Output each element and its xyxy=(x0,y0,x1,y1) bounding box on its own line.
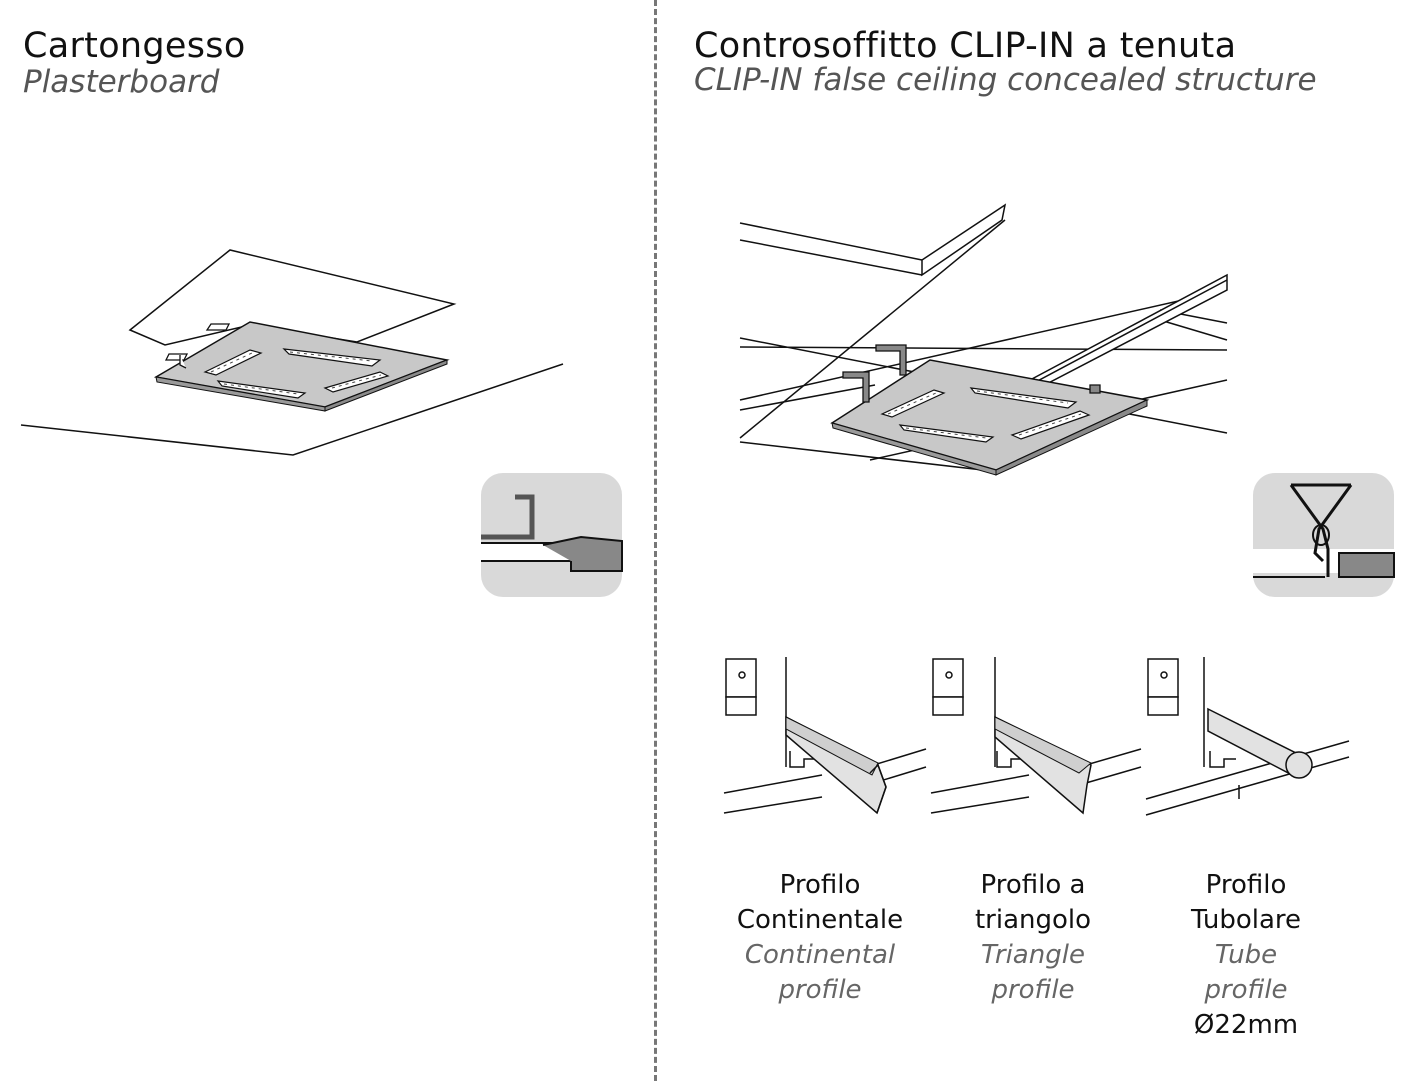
profile-name-en: Tube xyxy=(1214,940,1278,970)
right-title: Controsoffitto CLIP-IN a tenuta xyxy=(694,26,1237,66)
right-subtitle: CLIP-IN false ceiling concealed structur… xyxy=(694,62,1317,98)
profile-name-it: Profilo xyxy=(779,870,861,900)
profile-caption-tube: Profilo Tubolare Tube profile Ø22mm xyxy=(1136,868,1356,1043)
clip-in-ceiling-illustration xyxy=(739,203,1228,476)
profile-diameter: Ø22mm xyxy=(1193,1010,1299,1040)
profile-name-it: Profilo a xyxy=(980,870,1086,900)
left-title: Cartongesso xyxy=(23,26,246,66)
profile-name-it: Profilo xyxy=(1205,870,1287,900)
profile-name-en: profile xyxy=(778,975,862,1005)
plasterboard-section-detail xyxy=(481,473,623,597)
profile-name-it: Tubolare xyxy=(1190,905,1302,935)
profile-name-en: Triangle xyxy=(981,940,1085,970)
left-subtitle: Plasterboard xyxy=(23,64,220,100)
profile-caption-triangle: Profilo a triangolo Triangle profile xyxy=(923,868,1143,1008)
profile-name-it: triangolo xyxy=(974,905,1092,935)
continental-profile-illustration xyxy=(723,657,927,815)
profile-name-en: profile xyxy=(991,975,1075,1005)
tube-profile-illustration xyxy=(1145,657,1350,816)
profile-caption-continental: Profilo Continentale Continental profile xyxy=(710,868,930,1008)
clip-in-section-detail xyxy=(1253,473,1395,597)
profile-name-en: Continental xyxy=(744,940,896,970)
section-divider xyxy=(654,0,657,1081)
triangle-profile-illustration xyxy=(930,657,1142,815)
plasterboard-illustration xyxy=(20,249,564,456)
profile-name-en: profile xyxy=(1204,975,1288,1005)
profile-name-it: Continentale xyxy=(736,905,904,935)
